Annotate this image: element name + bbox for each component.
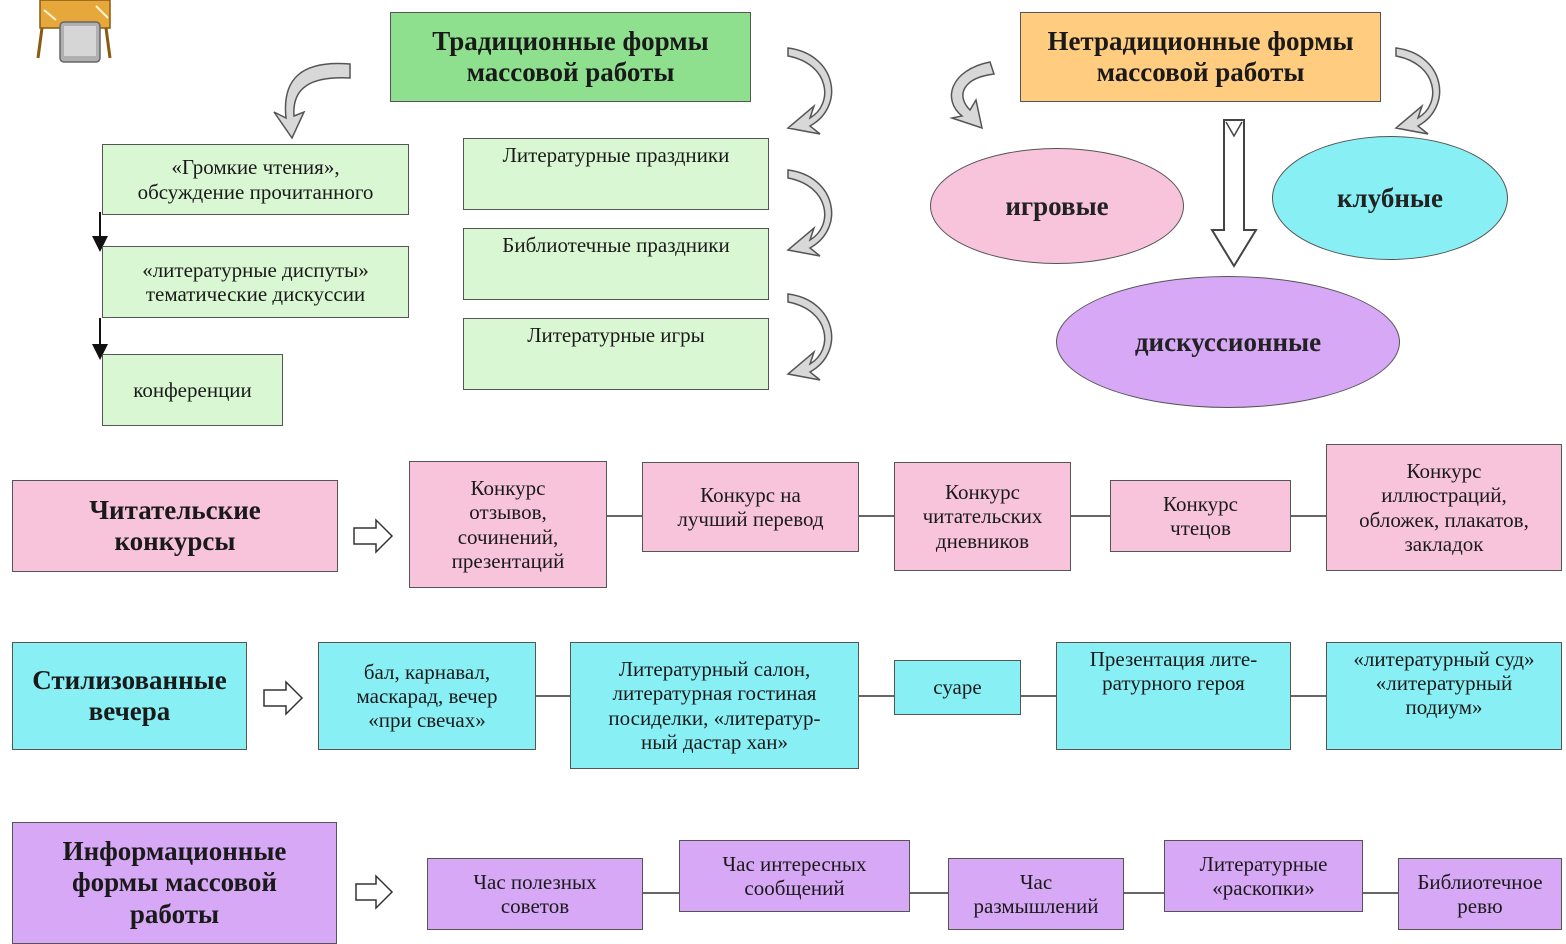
- row1-item-3: Конкурс читательских дневников: [894, 462, 1071, 571]
- row1-item-5: Конкурс иллюстраций, обложек, плакатов, …: [1326, 444, 1562, 571]
- row-title-stylized-evenings: Стилизованные вечера: [12, 642, 247, 750]
- row2-item-3: суаре: [894, 660, 1021, 715]
- row1-item-4: Конкурс чтецов: [1110, 480, 1291, 552]
- chain-item-conferences: конференции: [102, 354, 283, 426]
- chain-item-loud-reading: «Громкие чтения», обсуждение прочитанног…: [102, 144, 409, 215]
- row1-item-1: Конкурс отзывов, сочинений, презентаций: [409, 461, 607, 588]
- chain-item-literary-debates: «литературные диспуты» тематические диск…: [102, 246, 409, 318]
- row2-item-2: Литературный салон, литературная гостина…: [570, 642, 859, 769]
- nontraditional-forms-title: Нетрадиционные формы массовой работы: [1020, 12, 1381, 102]
- row-connectors: [536, 515, 1398, 894]
- ellipse-discussion: дискуссионные: [1056, 276, 1400, 408]
- row3-item-2: Час интересных сообщений: [679, 840, 910, 912]
- hollow-right-arrow-icons: [263, 518, 394, 910]
- row2-item-1: бал, карнавал, маскарад, вечер «при свеч…: [318, 642, 536, 750]
- item-literary-holidays: Литературные праздники: [463, 138, 769, 210]
- row3-item-3: Час размышлений: [948, 858, 1124, 930]
- row3-item-4: Литературные «раскопки»: [1164, 840, 1363, 912]
- curl-arrow-icons: [273, 47, 1441, 381]
- ellipse-club: клубные: [1272, 136, 1508, 260]
- row1-item-2: Конкурс на лучший перевод: [642, 462, 859, 552]
- row3-item-5: Библиотечное ревю: [1398, 858, 1562, 930]
- item-library-holidays: Библиотечные праздники: [463, 228, 769, 300]
- item-literary-games: Литературные игры: [463, 318, 769, 390]
- ellipse-game: игровые: [930, 148, 1184, 264]
- row-title-informational-forms: Информационные формы массовой работы: [12, 822, 337, 944]
- down-arrow-icon: [1210, 119, 1258, 268]
- row-title-reader-contests: Читательские конкурсы: [12, 480, 338, 572]
- row2-item-4: Презентация лите- ратурного героя: [1056, 642, 1291, 750]
- traditional-forms-title: Традиционные формы массовой работы: [390, 12, 751, 102]
- row3-item-1: Час полезных советов: [427, 858, 643, 930]
- row2-item-5: «литературный суд» «литературный подиум»: [1326, 642, 1562, 750]
- library-clipart-icon: [36, 0, 112, 63]
